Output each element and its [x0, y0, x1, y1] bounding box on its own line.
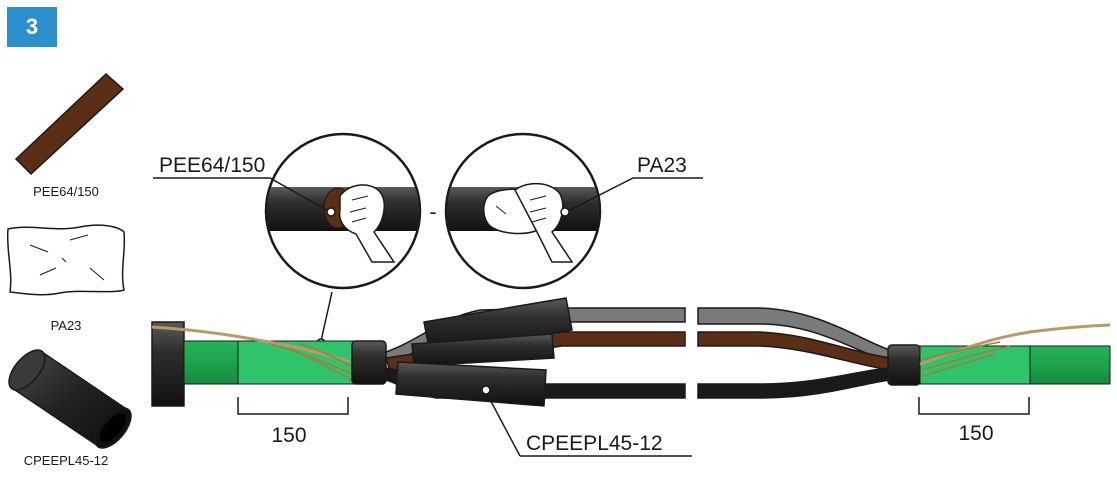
detail-separator: -	[430, 201, 437, 224]
right-cable	[887, 323, 1111, 386]
dimension-bracket-left	[237, 397, 349, 415]
sleeve-middle	[411, 333, 555, 367]
sleeve-lower	[395, 361, 547, 407]
right-cores	[697, 307, 891, 399]
dimension-left: 150	[271, 424, 306, 447]
callout-tape-label: PEE64/150	[159, 154, 265, 177]
detail-pointer-leader	[320, 291, 333, 342]
step-number: 3	[25, 14, 39, 39]
callout-tube-dot	[481, 385, 491, 395]
heat-shrink-tube-icon	[8, 349, 132, 449]
callout-tissue-label: PA23	[637, 154, 687, 177]
part-label-tape: PEE64/150	[33, 184, 99, 199]
callout-tissue-dot	[560, 207, 570, 217]
callout-tape-leader	[153, 177, 331, 213]
callout-tape-dot	[326, 207, 336, 217]
part-label-tube: CPEEPL45-12	[24, 453, 109, 468]
part-label-tissue: PA23	[51, 318, 82, 333]
callout-tissue-leader	[565, 177, 703, 213]
detail-circle-tissue	[444, 132, 602, 290]
callout-tube-leader	[485, 391, 521, 457]
left-cable	[151, 321, 387, 407]
dimension-right: 150	[958, 422, 993, 445]
brown-tape-strip-icon	[14, 72, 125, 176]
step-badge: 3	[7, 7, 57, 47]
callout-tube-label: CPEEPL45-12	[526, 432, 663, 455]
detail-circle-tape	[264, 132, 422, 290]
dimension-bracket-right	[918, 397, 1030, 415]
cleaning-tissue-icon	[6, 224, 126, 296]
